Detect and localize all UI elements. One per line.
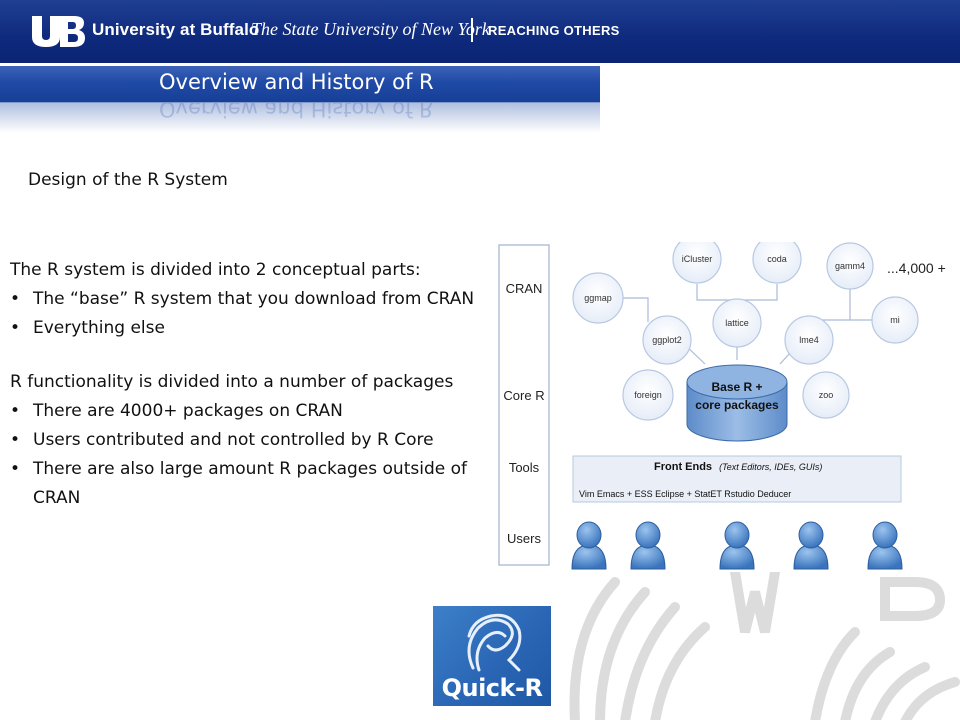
package-zoo-node: zoo — [802, 371, 850, 419]
r-system-diagram: CRAN Core R Tools Users iCluster coda ga… — [498, 242, 946, 570]
front-ends-tools: Vim Emacs + ESS Eclipse + StatET Rstudio… — [579, 489, 791, 499]
core-r-cylinder: Base R + core packages — [686, 364, 788, 442]
quick-r-logo: Quick-R — [433, 606, 551, 706]
package-mi-node: mi — [871, 296, 919, 344]
package-lattice-node: lattice — [712, 298, 762, 348]
package-icluster: iCluster — [682, 254, 713, 264]
university-seal-watermark — [569, 572, 960, 720]
package-foreign: foreign — [634, 390, 662, 400]
header-divider — [471, 18, 473, 42]
layer-column — [498, 244, 550, 566]
user-icon — [630, 521, 666, 570]
bullet-outside-cran: There are also large amount R packages o… — [10, 455, 500, 513]
package-ggmap-node: ggmap — [572, 272, 624, 324]
package-zoo: zoo — [819, 390, 834, 400]
bullet-cran-count: There are 4000+ packages on CRAN — [10, 397, 500, 426]
user-icons — [571, 521, 903, 570]
user-icon — [867, 521, 903, 570]
bullet-user-contributed: Users contributed and not controlled by … — [10, 426, 500, 455]
package-lme4: lme4 — [799, 335, 819, 345]
package-gamm4-node: gamm4 — [826, 242, 874, 290]
layer-tools: Tools — [509, 460, 540, 475]
more-packages-label: ...4,000 + — [887, 260, 946, 276]
front-ends-note: (Text Editors, IDEs, GUIs) — [719, 462, 822, 472]
package-ggplot2: ggplot2 — [652, 335, 682, 345]
slogan: REACHING OTHERS — [488, 23, 620, 38]
user-icon — [719, 521, 755, 570]
user-icon — [793, 521, 829, 570]
slide-title: Overview and History of R — [159, 70, 434, 94]
quick-r-swirl-icon — [467, 613, 522, 672]
layer-cran: CRAN — [506, 281, 543, 296]
package-coda-node: coda — [752, 242, 802, 284]
paragraph-packages: R functionality is divided into a number… — [10, 372, 454, 392]
bullet-base-system: The “base” R system that you download fr… — [10, 285, 500, 314]
package-coda: coda — [767, 254, 787, 264]
bullet-everything-else: Everything else — [10, 314, 500, 343]
bullet-list-parts: The “base” R system that you download fr… — [10, 285, 500, 343]
package-lattice: lattice — [725, 318, 749, 328]
layer-users: Users — [507, 531, 541, 546]
slide-title-reflection: Overview and History of R — [159, 103, 434, 121]
package-icluster-node: iCluster — [672, 242, 722, 284]
body-text: The R system is divided into 2 conceptua… — [10, 256, 500, 513]
package-mi: mi — [890, 315, 900, 325]
front-ends-title: Front Ends — [654, 461, 712, 473]
front-ends-box: Front Ends (Text Editors, IDEs, GUIs) Vi… — [572, 455, 902, 503]
core-label-line1: Base R + — [711, 380, 762, 394]
quick-r-label: Quick-R — [441, 674, 543, 702]
paragraph-conceptual-parts: The R system is divided into 2 conceptua… — [10, 260, 421, 280]
section-subtitle: Design of the R System — [28, 170, 228, 190]
university-name: University at Buffalo — [92, 20, 260, 39]
system-name: The State University of New York — [251, 19, 490, 39]
ub-logo-icon — [32, 16, 85, 47]
svg-text:Front Ends (Text Editors: Front Ends (Text Editors, IDEs, GUIs) — [654, 461, 822, 473]
package-lme4-node: lme4 — [784, 315, 834, 365]
package-ggmap: ggmap — [584, 293, 612, 303]
title-reflection: Overview and History of R — [0, 103, 600, 133]
bullet-list-packages: There are 4000+ packages on CRAN Users c… — [10, 397, 500, 513]
package-ggplot2-node: ggplot2 — [642, 315, 692, 365]
header-banner: University at Buffalo The State Universi… — [0, 0, 960, 63]
package-foreign-node: foreign — [622, 369, 674, 421]
package-gamm4: gamm4 — [835, 261, 865, 271]
layer-core-r: Core R — [503, 388, 544, 403]
core-label-line2: core packages — [695, 398, 779, 412]
title-bar: Overview and History of R — [0, 66, 600, 103]
user-icon — [571, 521, 607, 570]
